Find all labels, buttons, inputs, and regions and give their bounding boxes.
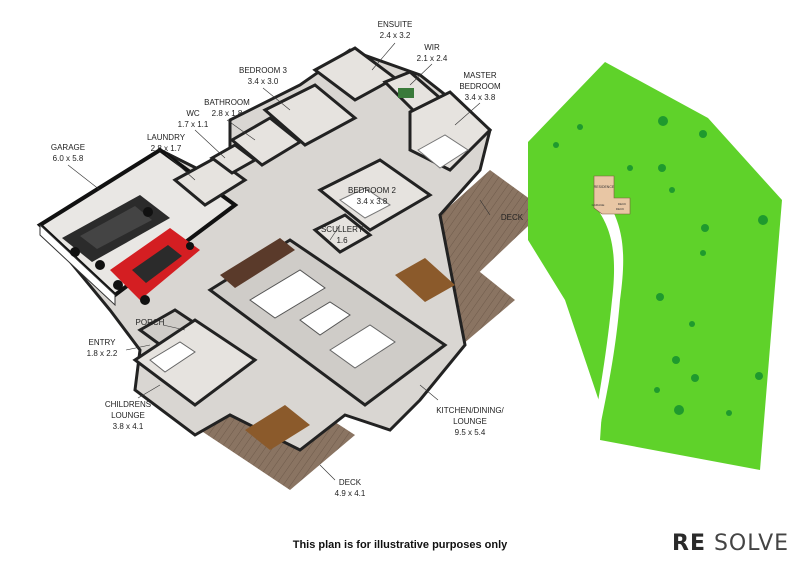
deck-south-size: 4.9 x 4.1: [335, 489, 366, 498]
kitchen-label-1: KITCHEN/DINING/: [436, 406, 504, 415]
site-small-label-2: DECK: [616, 207, 624, 211]
garage-label: GARAGE: [51, 143, 85, 152]
scullery-room: [312, 213, 373, 254]
garage-wall-front: [39, 223, 116, 307]
deck-east-label: DECK: [501, 213, 524, 222]
kitchen-size: 9.5 x 5.4: [455, 428, 486, 437]
black-suv: [62, 195, 170, 270]
site-driveway: [592, 205, 624, 438]
entry-label: ENTRY: [89, 338, 117, 347]
disclaimer-text: This plan is for illustrative purposes o…: [292, 539, 508, 551]
site-plan: RESIDENCE DECK DECK GARAGE: [528, 62, 782, 470]
room-labels: ENSUITE 2.4 x 3.2 WIR 2.1 x 2.4 MASTER B…: [51, 20, 524, 498]
master-bed: [417, 134, 469, 169]
bathroom-label: BATHROOM: [204, 98, 250, 107]
childrens-lounge-sofa: [149, 341, 196, 373]
laundry-size: 2.8 x 1.7: [151, 144, 182, 153]
lounge-sofa: [329, 324, 396, 369]
dining-table: [299, 301, 351, 336]
laundry-label: LAUNDRY: [147, 133, 186, 142]
kitchen-island: [249, 269, 326, 319]
bedroom2-size: 3.4 x 3.8: [357, 197, 388, 206]
master-label-2: BEDROOM: [459, 82, 501, 91]
entry-size: 1.8 x 2.2: [87, 349, 118, 358]
site-small-label-3: GARAGE: [592, 203, 605, 207]
bathroom-size: 2.8 x 1.8: [212, 109, 243, 118]
childrens-label-1: CHILDRENS: [105, 400, 151, 409]
deck-south-label: DECK: [339, 478, 362, 487]
leader-lines: [67, 42, 491, 481]
bedroom3-size: 3.4 x 3.0: [248, 77, 279, 86]
red-car: [110, 228, 200, 305]
ensuite-size: 2.4 x 3.2: [380, 31, 411, 40]
brand-logo: RE SOLVE: [672, 531, 789, 556]
bedroom2-label: BEDROOM 2: [348, 186, 397, 195]
deck-dining-table: [395, 258, 455, 302]
scullery-label: SCULLERY: [321, 225, 364, 234]
south-deck-table: [245, 405, 310, 450]
childrens-lounge-room: [132, 318, 258, 407]
childrens-label-2: LOUNGE: [111, 411, 145, 420]
porch-label: PORCH: [136, 318, 165, 327]
bedroom3-label: BEDROOM 3: [239, 66, 288, 75]
site-residence-label: RESIDENCE: [594, 185, 615, 189]
site-lawn: [528, 62, 782, 470]
bedroom2-bed: [339, 187, 391, 219]
kitchen-bench: [220, 238, 295, 288]
bedroom3-room: [262, 83, 358, 147]
site-small-label-1: DECK: [618, 202, 626, 206]
wc-label: WC: [186, 109, 200, 118]
master-label-1: MASTER: [463, 71, 497, 80]
brand-part-2: SOLVE: [713, 531, 790, 556]
garage-size: 6.0 x 5.8: [53, 154, 84, 163]
master-size: 3.4 x 3.8: [465, 93, 496, 102]
wc-size: 1.7 x 1.1: [178, 120, 209, 129]
scullery-size: 1.6: [336, 236, 348, 245]
childrens-size: 3.8 x 4.1: [113, 422, 144, 431]
wir-clothes: [398, 88, 414, 98]
ensuite-label: ENSUITE: [378, 20, 413, 29]
site-trees: [553, 116, 768, 416]
site-house: [593, 175, 631, 215]
kitchen-label-2: LOUNGE: [453, 417, 487, 426]
brand-part-1: RE: [672, 531, 706, 556]
wir-size: 2.1 x 2.4: [417, 54, 448, 63]
wir-label: WIR: [424, 43, 440, 52]
